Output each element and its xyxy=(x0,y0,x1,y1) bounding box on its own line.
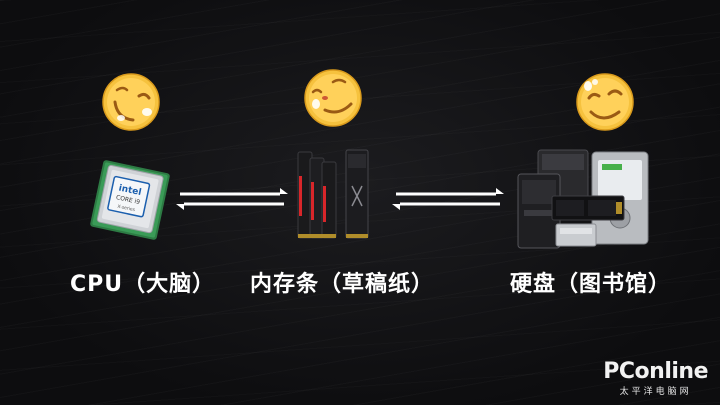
ram-label: 内存条（草稿纸） xyxy=(250,272,435,297)
storage-drives-icon xyxy=(517,149,649,249)
ram-sticks xyxy=(292,146,376,242)
ram-sticks-icon xyxy=(297,149,369,239)
emoji-face-icon xyxy=(102,73,160,131)
cpu-chip: intel CORE i9 X-series xyxy=(90,160,170,240)
watermark-logo: PConline xyxy=(603,359,708,384)
cpu-series: X-series xyxy=(117,204,136,214)
cpu-brand: intel xyxy=(118,184,143,199)
watermark-subtitle: 太平洋电脑网 xyxy=(619,387,692,397)
exchange-arrows-icon xyxy=(392,188,504,210)
emoji-face-icon xyxy=(576,73,634,131)
storage-label: 硬盘（图书馆） xyxy=(510,272,672,297)
exchange-arrows-icon xyxy=(176,188,288,210)
storage-drives xyxy=(516,148,656,250)
emoji-face-icon xyxy=(304,69,362,127)
pconline-watermark: PConline 太平洋电脑网 xyxy=(603,359,708,398)
cpu-label: CPU（大脑） xyxy=(70,272,216,297)
cpu-line: CORE i9 xyxy=(115,194,140,206)
cpu-chip-icon: intel CORE i9 X-series xyxy=(90,160,170,240)
